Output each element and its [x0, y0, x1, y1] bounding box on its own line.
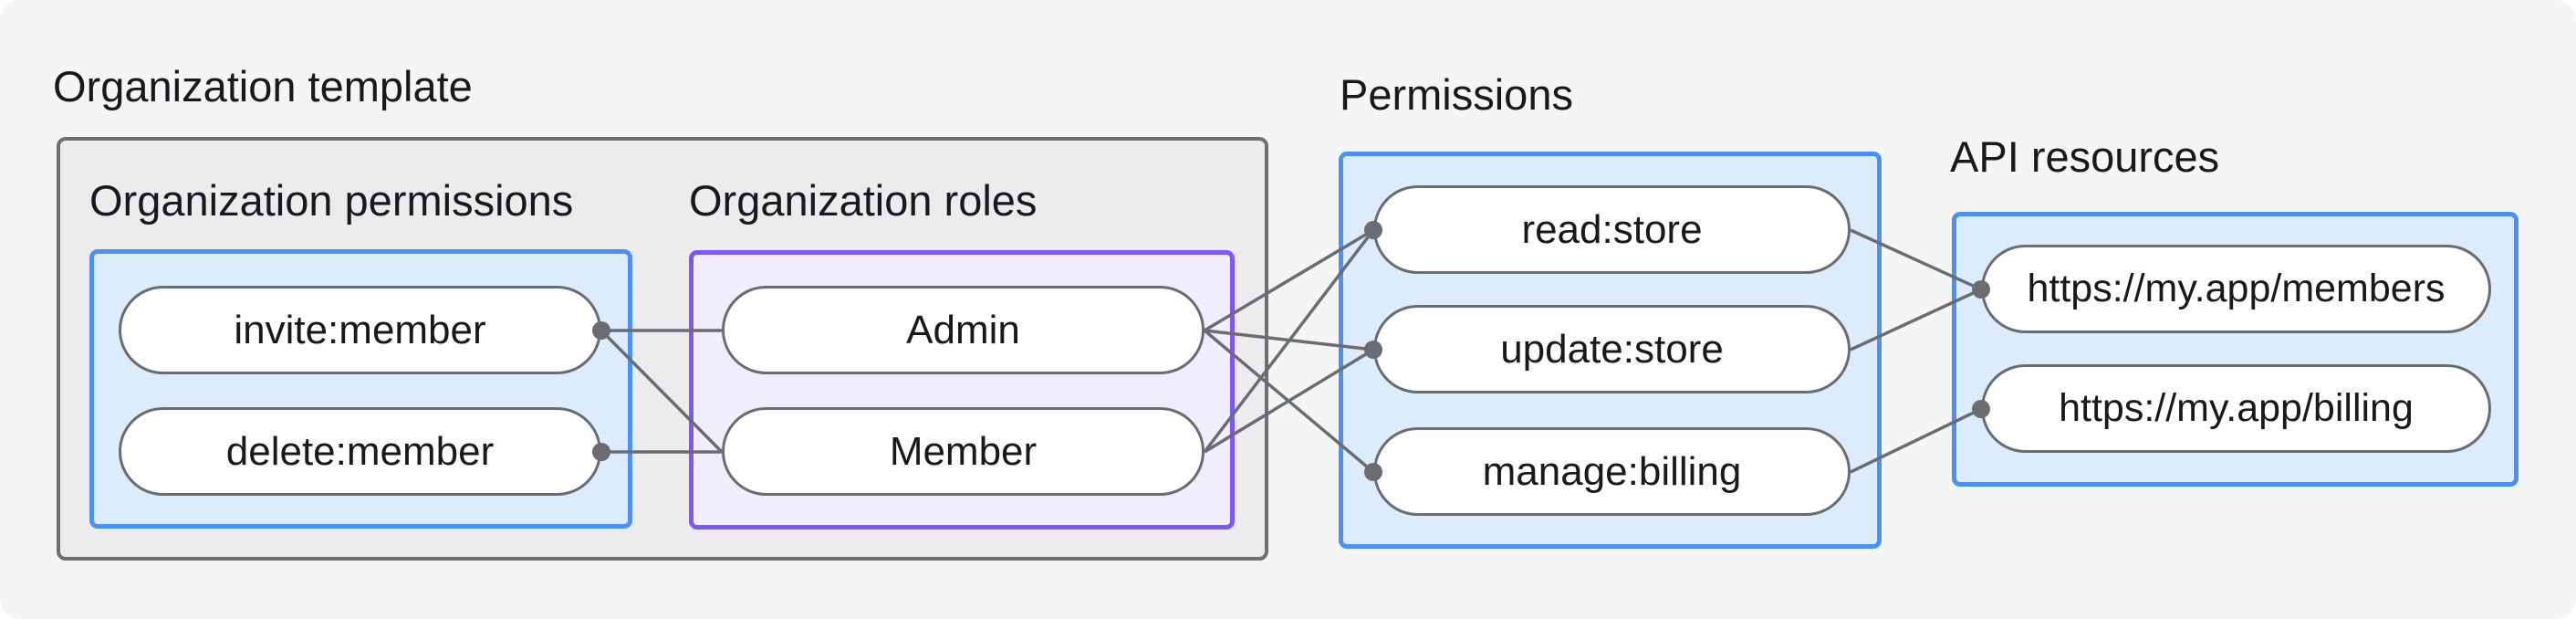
node-delete-member-label: delete:member [225, 428, 495, 474]
node-api-billing: https://my.app/billing [1981, 364, 2491, 453]
node-admin: Admin [722, 286, 1205, 374]
node-delete-member: delete:member [119, 407, 601, 496]
node-api-members: https://my.app/members [1981, 245, 2491, 333]
node-api-billing-label: https://my.app/billing [2059, 386, 2414, 430]
node-api-members-label: https://my.app/members [2027, 267, 2446, 310]
org-roles-label: Organization roles [689, 176, 1038, 225]
node-member-label: Member [889, 428, 1038, 474]
node-invite-member: invite:member [119, 286, 601, 374]
node-update-store-label: update:store [1500, 326, 1724, 372]
node-read-store-label: read:store [1521, 206, 1703, 252]
node-manage-billing: manage:billing [1373, 427, 1851, 516]
node-member: Member [722, 407, 1205, 496]
node-read-store: read:store [1373, 185, 1851, 274]
diagram-title: Organization template [53, 62, 473, 110]
node-admin-label: Admin [906, 307, 1020, 352]
node-invite-member-label: invite:member [234, 307, 486, 352]
permissions-label: Permissions [1340, 70, 1573, 119]
node-update-store: update:store [1373, 305, 1851, 393]
node-manage-billing-label: manage:billing [1482, 448, 1742, 494]
org-permissions-label: Organization permissions [89, 176, 574, 225]
api-resources-label: API resources [1950, 132, 2220, 181]
